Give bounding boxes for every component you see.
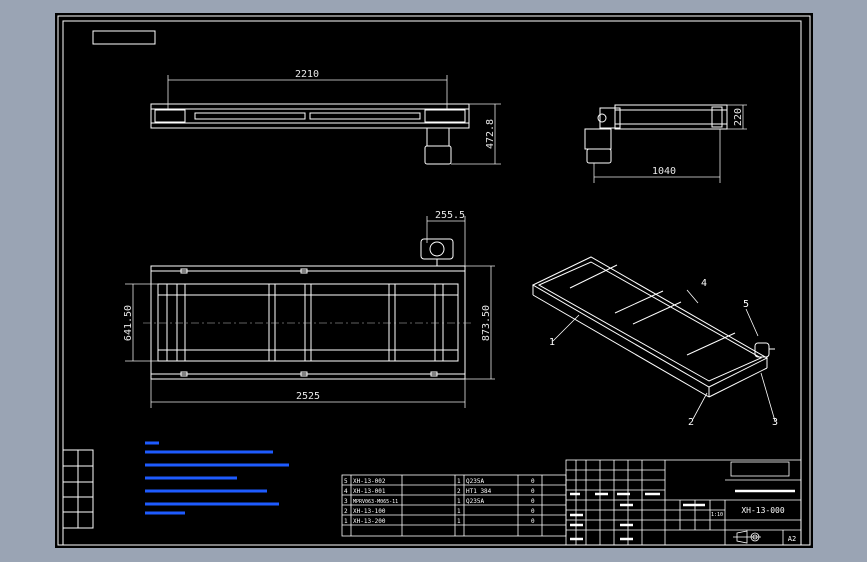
- part-qty-3: 1: [457, 498, 461, 505]
- drawing-sheet: 2210 472.8 220 1040: [55, 13, 813, 548]
- part-code-3: MPRV063-M065-11: [353, 499, 398, 505]
- cad-drawing: 2210 472.8 220 1040: [57, 15, 811, 546]
- sheet-size: A2: [788, 535, 796, 543]
- part-weight-4: 0: [531, 488, 535, 495]
- title-block: [565, 459, 802, 546]
- part-material-3: Q235A: [466, 498, 484, 505]
- part-qty-1: 1: [457, 518, 461, 525]
- title-block-labels: [570, 489, 795, 541]
- front-dim-height: 472.8: [485, 119, 496, 149]
- part-qty-4: 2: [457, 488, 461, 495]
- side-dim-width: 1040: [652, 166, 676, 177]
- top-dim-offset: 255.5: [435, 210, 465, 221]
- technical-notes: [145, 441, 289, 515]
- part-qty-5: 1: [457, 478, 461, 485]
- part-code-4: XH-13-001: [353, 488, 386, 495]
- part-code-1: XH-13-200: [353, 518, 386, 525]
- part-material-5: Q235A: [466, 478, 484, 485]
- part-no-1: 1: [344, 518, 348, 525]
- left-binding-strip: [62, 449, 94, 529]
- code-box: [92, 30, 156, 45]
- side-dim-height: 220: [733, 108, 744, 126]
- top-dim-length: 2525: [296, 391, 320, 402]
- part-weight-5: 0: [531, 478, 535, 485]
- part-weight-1: 0: [531, 518, 535, 525]
- balloon-3: 3: [772, 417, 778, 428]
- part-qty-2: 1: [457, 508, 461, 515]
- top-view: [125, 216, 495, 408]
- part-no-4: 4: [344, 488, 348, 495]
- part-code-2: XH-13-100: [353, 508, 386, 515]
- iso-view: [531, 256, 775, 398]
- part-code-5: XH-13-002: [353, 478, 386, 485]
- parts-list: [341, 474, 567, 537]
- projection-symbol: [733, 530, 761, 544]
- drawing-scale: 1:10: [711, 512, 723, 518]
- balloon-5: 5: [743, 299, 749, 310]
- side-view: [584, 104, 747, 183]
- balloon-1: 1: [549, 337, 555, 348]
- iso-leaders: [552, 289, 776, 422]
- balloon-4: 4: [701, 278, 707, 289]
- part-no-2: 2: [344, 508, 348, 515]
- part-no-3: 3: [344, 498, 348, 505]
- front-dim-length: 2210: [295, 69, 319, 80]
- inner-frame: [62, 20, 802, 546]
- top-dim-outer-width: 873.50: [481, 305, 492, 341]
- front-view: [150, 75, 501, 165]
- balloon-2: 2: [688, 417, 694, 428]
- top-dim-inner-width: 641.50: [123, 305, 134, 341]
- drawing-number: XH-13-000: [741, 506, 785, 515]
- part-weight-3: 0: [531, 498, 535, 505]
- part-no-5: 5: [344, 478, 348, 485]
- part-material-4: HT1 384: [466, 488, 492, 495]
- part-weight-2: 0: [531, 508, 535, 515]
